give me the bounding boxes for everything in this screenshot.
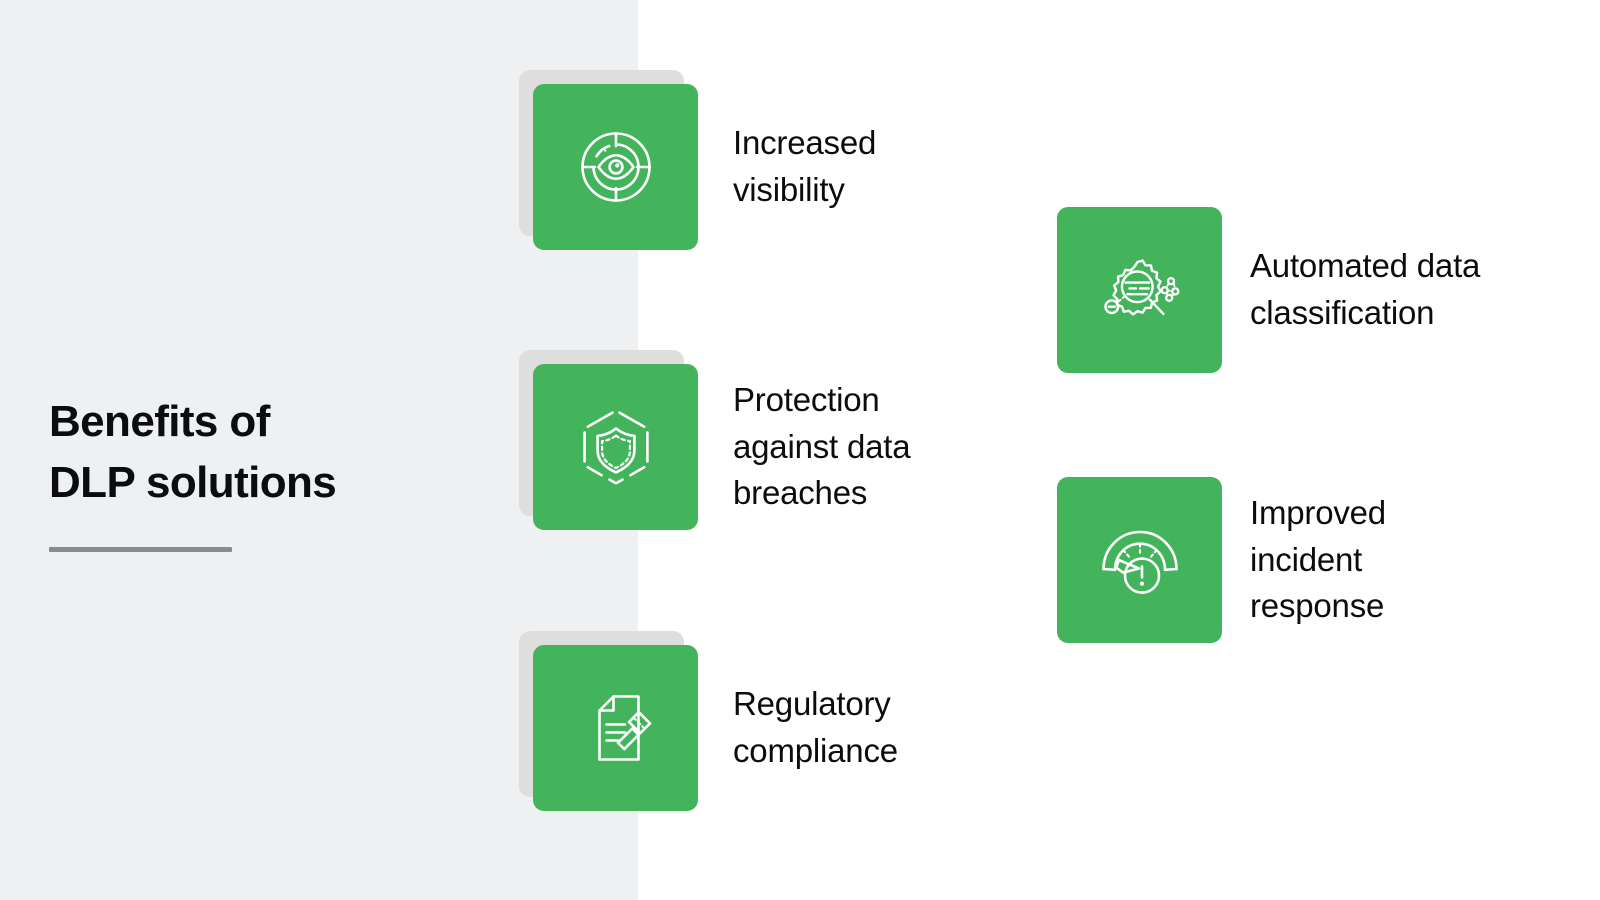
benefit-label: Increased visibility (733, 124, 877, 208)
eye-target-icon (578, 129, 654, 205)
gauge-alert-icon (1098, 518, 1182, 602)
icon-card (533, 645, 698, 811)
page-title: Benefits of DLP solutions (49, 397, 337, 507)
benefit-item-regulatory-compliance[interactable]: Regulatory compliance (519, 631, 898, 811)
benefit-label: Regulatory compliance (733, 685, 898, 769)
document-gavel-icon (577, 689, 655, 767)
icon-card (533, 364, 698, 530)
gear-magnifier-nodes-icon (1099, 249, 1181, 331)
icon-card-stack (519, 70, 698, 250)
benefit-label: Improved incident response (1250, 493, 1386, 625)
icon-card-stack (1057, 477, 1222, 643)
benefit-label: Protection against data breaches (733, 380, 911, 512)
benefit-item-protection-against-data-breaches[interactable]: Protection against data breaches (519, 350, 911, 530)
icon-card (1057, 477, 1222, 643)
icon-card-stack (519, 350, 698, 530)
benefit-label: Automated data classification (1250, 247, 1481, 331)
icon-card-stack (1057, 207, 1222, 373)
benefit-item-increased-visibility[interactable]: Increased visibility (519, 70, 877, 250)
title-divider-rule (49, 547, 232, 553)
shield-hexagon-icon (576, 407, 656, 487)
icon-card (1057, 207, 1222, 373)
icon-card (533, 84, 698, 250)
heading-block: Benefits of DLP solutions (49, 392, 569, 553)
benefit-item-automated-data-classification[interactable]: Automated data classification (1057, 207, 1480, 373)
icon-card-stack (519, 631, 698, 811)
benefit-item-improved-incident-response[interactable]: Improved incident response (1057, 477, 1386, 643)
